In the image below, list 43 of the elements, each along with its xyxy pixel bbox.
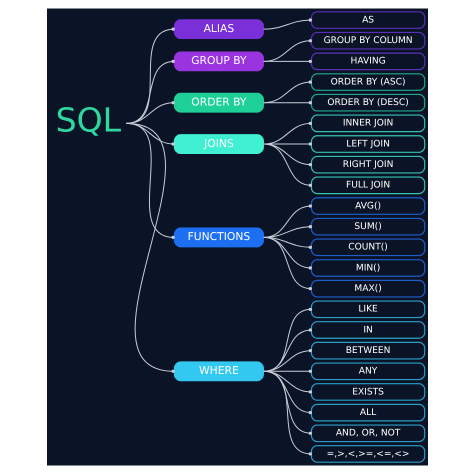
node-box: ORDER BY (DESC) xyxy=(310,94,425,112)
node-box: BETWEEN xyxy=(310,342,425,360)
node-box: FUNCTIONS xyxy=(173,228,264,248)
node-box: AS xyxy=(310,11,425,29)
connector xyxy=(262,370,312,456)
node-box: ALIAS xyxy=(173,19,264,40)
connector xyxy=(262,328,312,372)
node-box: RIGHT JOIN xyxy=(310,156,425,174)
node-box: FULL JOIN xyxy=(310,176,425,194)
connector xyxy=(262,39,312,62)
node-box: ANY xyxy=(310,362,425,380)
node-box: LIKE xyxy=(310,300,425,318)
node-box: ORDER BY xyxy=(173,92,264,113)
node-box: MAX() xyxy=(310,280,425,298)
connector xyxy=(262,18,312,30)
node-box: GROUP BY COLUMN xyxy=(310,32,425,50)
node-box: EXISTS xyxy=(310,383,425,401)
connector xyxy=(262,101,312,104)
connector xyxy=(262,308,312,372)
connector xyxy=(125,28,174,124)
connector xyxy=(262,60,312,64)
node-box: WHERE xyxy=(173,361,264,382)
connector xyxy=(262,236,312,290)
node-box: =,>,<,>=,<=,<> xyxy=(310,445,425,463)
node-box: HAVING xyxy=(310,52,425,70)
node-box: ORDER BY (ASC) xyxy=(310,73,425,91)
connector xyxy=(262,80,312,104)
node-box: ALL xyxy=(310,404,425,422)
node-box: AND, OR, NOT xyxy=(310,424,425,442)
connector xyxy=(125,122,174,373)
connector xyxy=(262,349,312,372)
connector xyxy=(262,204,312,238)
node-box: COUNT() xyxy=(310,238,425,256)
node-box: INNER JOIN xyxy=(310,114,425,132)
node-box: SUM() xyxy=(310,218,425,236)
node-box: LEFT JOIN xyxy=(310,135,425,153)
node-box: IN xyxy=(310,321,425,339)
node-box: GROUP BY xyxy=(173,51,264,72)
node-box: JOINS xyxy=(173,134,264,154)
node-box: MIN() xyxy=(310,259,425,277)
connector xyxy=(262,144,312,187)
node-box: AVG() xyxy=(310,197,425,215)
node-text: SQL xyxy=(55,100,121,140)
